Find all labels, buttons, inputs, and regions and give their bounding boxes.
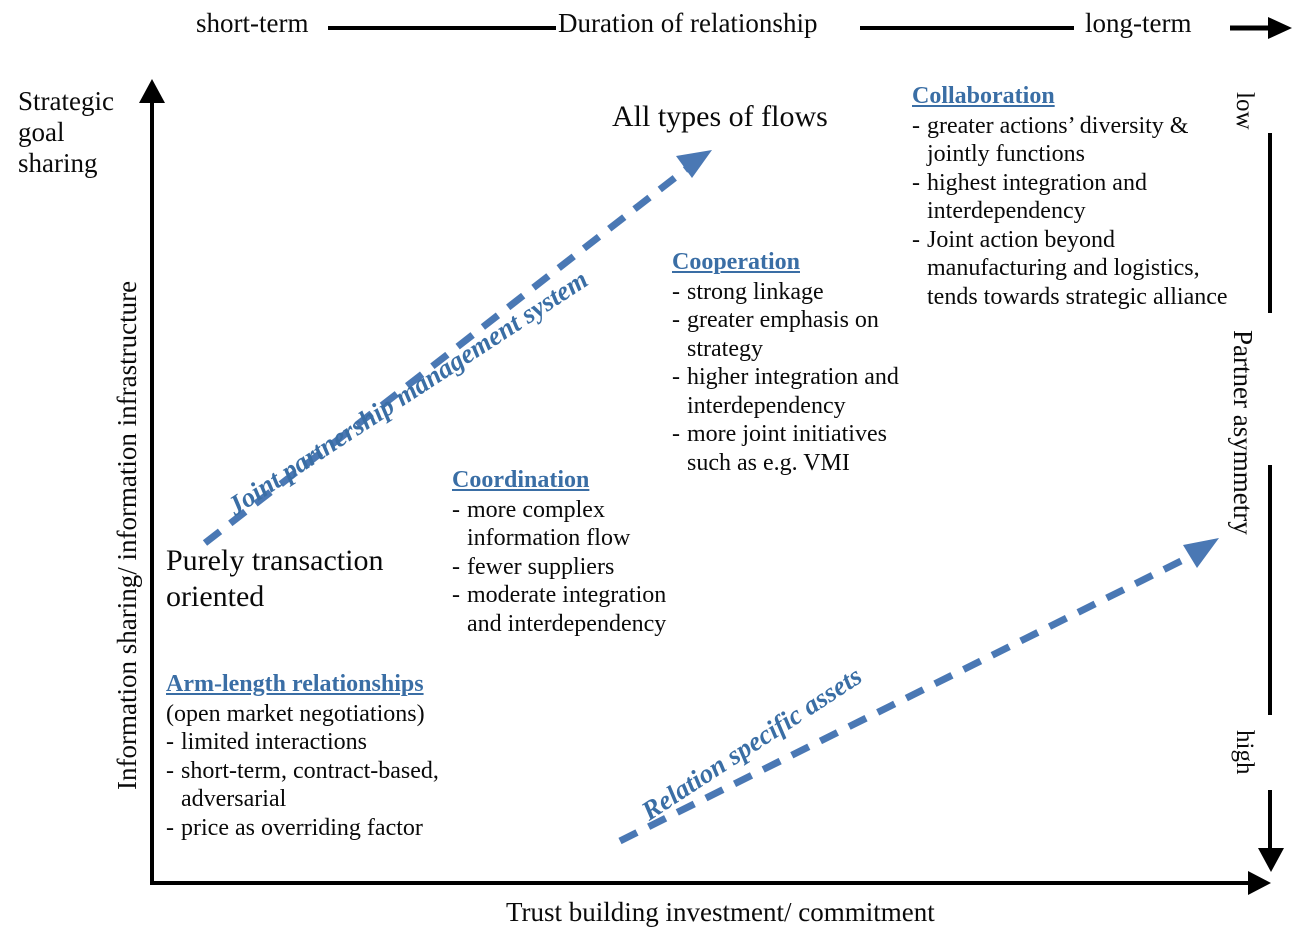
x-axis-line: [150, 881, 1255, 885]
top-axis-title: Duration of relationship: [558, 8, 818, 38]
list-item: limited interactions: [166, 728, 466, 757]
block-bullet-list: strong linkage greater emphasis on strat…: [672, 278, 920, 478]
y-axis-line: [150, 95, 154, 885]
list-item: fewer suppliers: [452, 553, 692, 582]
block-heading: Coordination: [452, 467, 590, 493]
list-item: price as overriding factor: [166, 814, 466, 843]
block-subtitle: (open market negotiations): [166, 700, 425, 727]
top-axis-right-tick: long-term: [1085, 8, 1192, 38]
list-item: strong linkage: [672, 278, 920, 307]
block-bullet-list: greater actions’ diversity & jointly fun…: [912, 112, 1252, 312]
purely-transaction-oriented-label: Purely transaction oriented: [166, 544, 384, 613]
list-item: more joint initiatives such as e.g. VMI: [672, 420, 920, 477]
all-types-of-flows-label: All types of flows: [612, 100, 828, 133]
block-cooperation: Cooperation strong linkage greater empha…: [672, 248, 920, 477]
right-axis-segment-bottom: [1268, 465, 1272, 715]
right-axis-arrowhead-icon: [1258, 848, 1284, 872]
block-collaboration: Collaboration greater actions’ diversity…: [912, 82, 1252, 311]
strategic-goal-sharing-label: Strategic goal sharing: [18, 86, 114, 178]
relation-specific-assets-arrow-icon: [618, 538, 1219, 845]
block-arm-length-relationships: Arm-length relationships (open market ne…: [166, 670, 466, 842]
list-item: more complex information flow: [452, 496, 692, 553]
list-item: Joint action beyond manufacturing and lo…: [912, 226, 1252, 312]
list-item: moderate integration and interdependency: [452, 581, 692, 638]
list-item: highest integration and interdependency: [912, 169, 1252, 226]
top-axis-rule-left: [328, 26, 556, 30]
x-axis-title: Trust building investment/ commitment: [506, 897, 935, 927]
block-heading: Arm-length relationships: [166, 671, 424, 697]
joint-partnership-arrow-icon: [202, 150, 712, 546]
list-item: short-term, contract-based, adversarial: [166, 757, 466, 814]
list-item: higher integration and interdependency: [672, 363, 920, 420]
top-axis-rule-right: [860, 26, 1074, 30]
x-axis-arrowhead-icon: [1248, 871, 1271, 895]
right-axis-segment-top: [1268, 133, 1272, 313]
block-bullet-list: more complex information flow fewer supp…: [452, 496, 692, 639]
list-item: greater emphasis on strategy: [672, 306, 920, 363]
block-heading: Collaboration: [912, 83, 1055, 109]
block-coordination: Coordination more complex information fl…: [452, 466, 692, 638]
top-axis-left-tick: short-term: [196, 8, 309, 38]
list-item: greater actions’ diversity & jointly fun…: [912, 112, 1252, 169]
top-axis-arrow-icon: [1230, 17, 1292, 39]
block-heading: Cooperation: [672, 249, 800, 275]
right-axis-segment-tail: [1268, 790, 1272, 852]
block-bullet-list: limited interactions short-term, contrac…: [166, 728, 466, 842]
